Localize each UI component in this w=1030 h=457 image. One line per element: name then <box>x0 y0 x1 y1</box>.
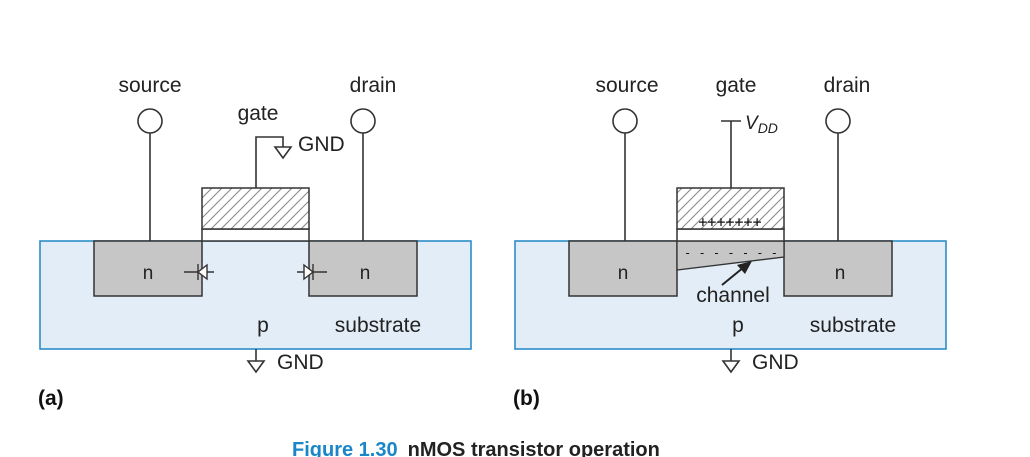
vdd-main: V <box>745 113 760 134</box>
channel-arrow-icon <box>721 261 752 286</box>
caption-number: Figure 1.30 <box>292 439 398 457</box>
n-left-label-a: n <box>143 263 154 284</box>
gate-ground-label-a: GND <box>298 133 345 156</box>
source-label-a: source <box>118 74 181 97</box>
n-left-label-b: n <box>618 263 629 284</box>
drain-label-a: drain <box>350 74 397 97</box>
ground-label-b: GND <box>752 351 799 374</box>
plus-charges: +++++++ <box>698 213 761 231</box>
channel-label: channel <box>696 284 770 307</box>
n-right-label-b: n <box>835 263 846 284</box>
substrate-ground-icon-b <box>721 360 741 374</box>
minus-charges: - - - - - - - <box>684 246 778 260</box>
diode-icon-left-a <box>184 263 214 281</box>
substrate-label-a: substrate <box>335 314 421 337</box>
caption-text: nMOS transistor operation <box>408 439 660 457</box>
drain-terminal-a <box>350 108 376 134</box>
vdd-label: VDD <box>745 113 778 136</box>
gate-label-b: gate <box>716 74 757 97</box>
drain-terminal-b <box>825 108 851 134</box>
diode-icon-right-a <box>297 263 327 281</box>
n-diffusion-left-a <box>93 240 203 297</box>
panel-tag-b: (b) <box>513 387 540 410</box>
n-diffusion-left-b <box>568 240 678 297</box>
figure-caption: Figure 1.30 nMOS transistor operation <box>292 439 660 457</box>
p-label-b: p <box>732 314 744 337</box>
p-label-a: p <box>257 314 269 337</box>
substrate-ground-icon-a <box>246 360 266 374</box>
gate-poly-b <box>676 187 785 230</box>
source-terminal-b <box>612 108 638 134</box>
panel-tag-a: (a) <box>38 387 64 410</box>
source-terminal-a <box>137 108 163 134</box>
drain-label-b: drain <box>824 74 871 97</box>
vdd-subscript: DD <box>758 120 778 136</box>
source-label-b: source <box>595 74 658 97</box>
panel-b: source gate drain VDD +++++++ - - - - - … <box>513 74 947 410</box>
gate-label-a: gate <box>238 102 279 125</box>
ground-label-a: GND <box>277 351 324 374</box>
panel-a: source drain gate GND n n p substrate GN… <box>38 74 472 410</box>
substrate-label-b: substrate <box>810 314 896 337</box>
n-right-label-a: n <box>360 263 371 284</box>
gate-ground-icon-a <box>273 146 293 160</box>
gate-oxide-a <box>201 228 310 242</box>
gate-poly-a <box>201 187 310 230</box>
